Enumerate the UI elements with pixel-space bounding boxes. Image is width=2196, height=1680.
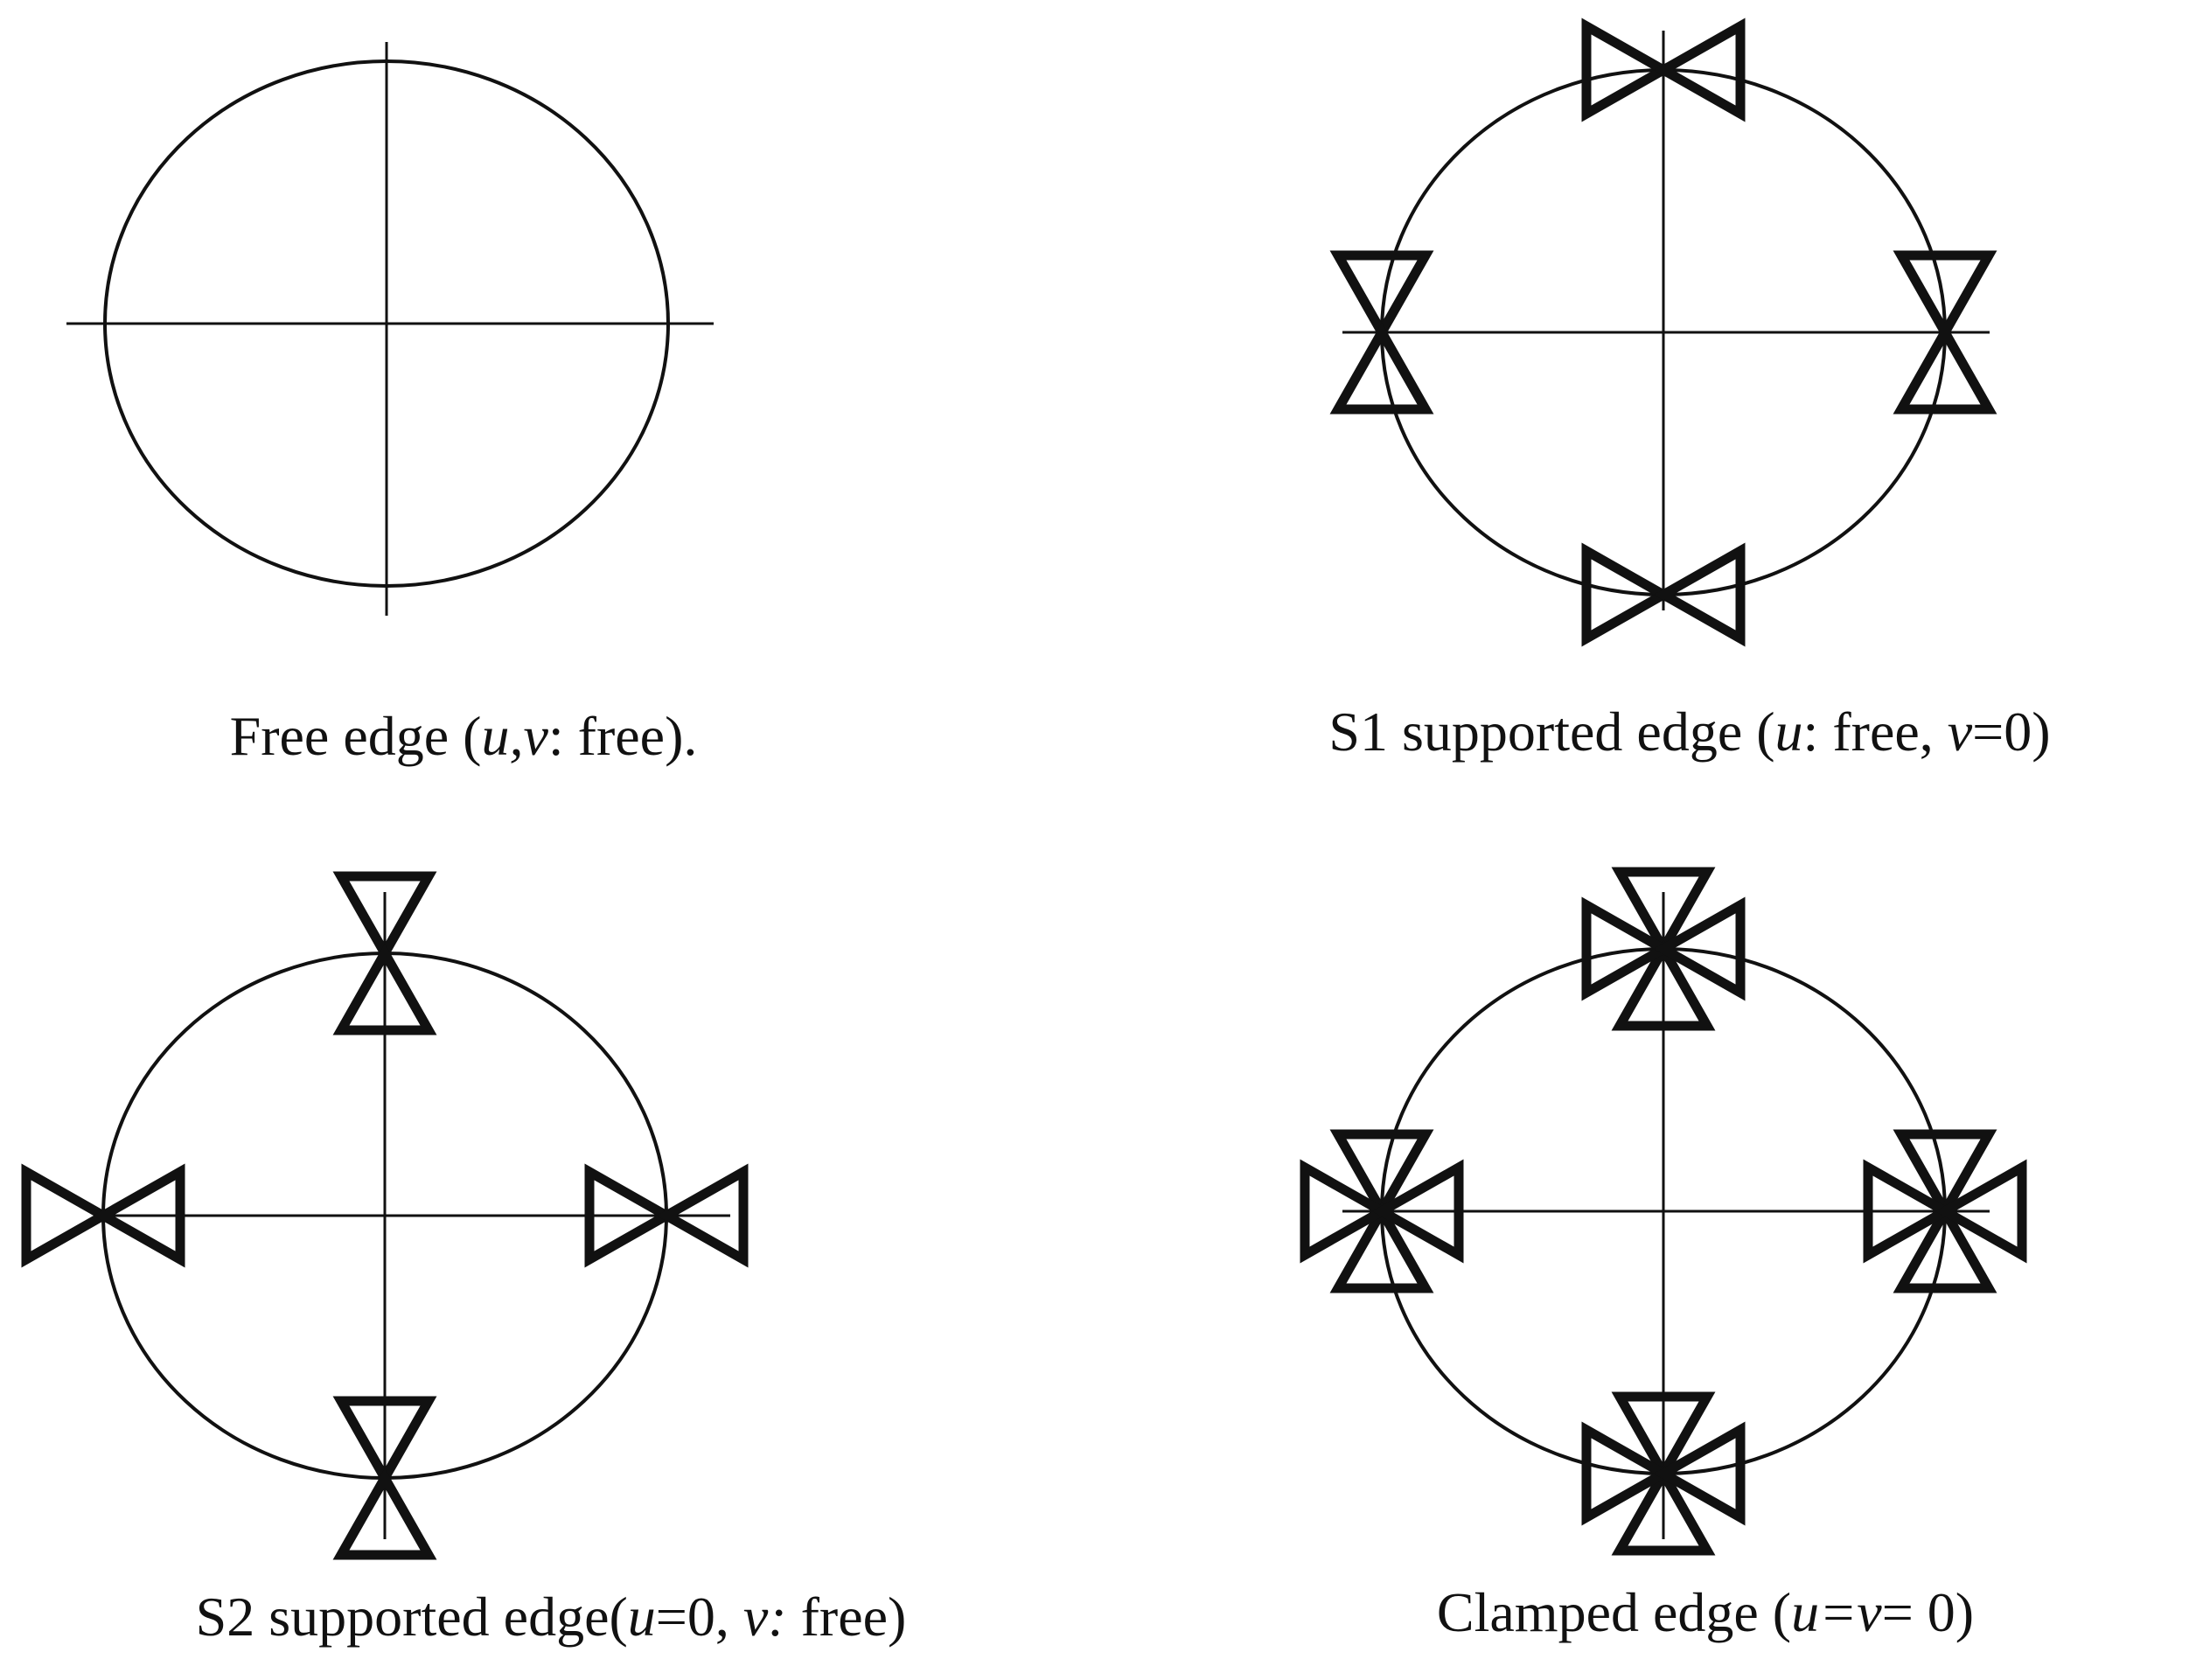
s2-supported-edge-panel	[21, 871, 749, 1560]
support-bottom-h-left-triangle	[1581, 1421, 1674, 1526]
support-right-v-lower-triangle	[1893, 322, 1997, 415]
support-bottom-v-lower-triangle	[332, 1467, 437, 1560]
s2-supported-edge-caption: S2 supported edge(u=0, v: free)	[195, 1586, 907, 1648]
support-right-h-left-triangle	[1863, 1159, 1955, 1264]
support-top-v-upper-triangle	[332, 871, 437, 964]
clamped-edge-panel	[1300, 867, 2027, 1556]
support-bottom-h-left-triangle	[1581, 542, 1674, 647]
support-left-v-lower-triangle	[1329, 1201, 1434, 1293]
support-right-v-upper-triangle	[1893, 1129, 1997, 1222]
free-edge-panel	[66, 42, 714, 616]
support-bottom-v-lower-triangle	[1611, 1463, 1716, 1556]
support-right-v-lower-triangle	[1893, 1201, 1997, 1293]
support-right-h-left-triangle	[584, 1163, 677, 1268]
support-left-h-left-triangle	[21, 1163, 114, 1268]
clamped-edge-caption: Clamped edge (u=v= 0)	[1436, 1581, 1975, 1643]
support-left-h-left-triangle	[1300, 1159, 1392, 1264]
support-left-v-lower-triangle	[1329, 322, 1434, 415]
support-left-v-upper-triangle	[1329, 250, 1434, 343]
s1-supported-edge-panel	[1329, 17, 1997, 647]
support-top-v-upper-triangle	[1611, 867, 1716, 959]
free-edge-caption: Free edge (u,v: free).	[229, 705, 698, 767]
support-bottom-v-upper-triangle	[332, 1396, 437, 1488]
support-right-h-right-triangle	[656, 1163, 749, 1268]
support-bottom-v-upper-triangle	[1611, 1391, 1716, 1484]
support-bottom-h-right-triangle	[1653, 1421, 1746, 1526]
support-top-v-lower-triangle	[1611, 938, 1716, 1031]
support-top-h-right-triangle	[1653, 896, 1746, 1001]
support-top-v-lower-triangle	[332, 943, 437, 1035]
support-right-v-upper-triangle	[1893, 250, 1997, 343]
support-left-h-right-triangle	[1371, 1159, 1464, 1264]
support-top-h-left-triangle	[1581, 896, 1674, 1001]
support-top-h-right-triangle	[1653, 17, 1746, 122]
support-left-v-upper-triangle	[1329, 1129, 1434, 1222]
support-right-h-right-triangle	[1935, 1159, 2027, 1264]
support-left-h-right-triangle	[93, 1163, 185, 1268]
s1-supported-edge-caption: S1 supported edge (u: free, v=0)	[1328, 701, 2051, 763]
support-bottom-h-right-triangle	[1653, 542, 1746, 647]
support-top-h-left-triangle	[1581, 17, 1674, 122]
